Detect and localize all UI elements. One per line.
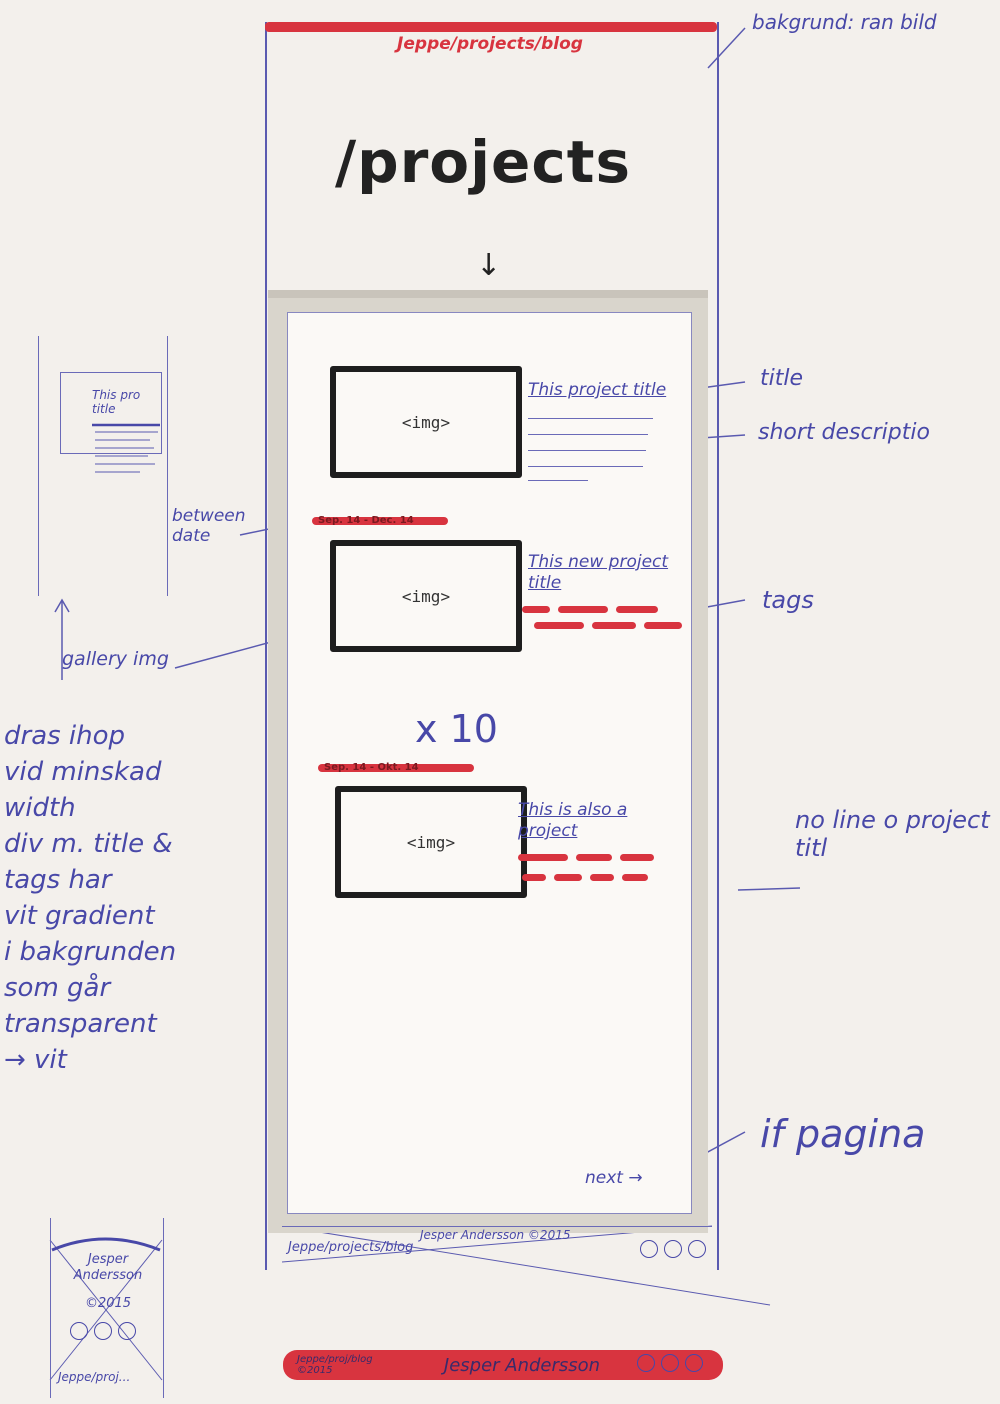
tag[interactable] <box>558 606 608 613</box>
site-title[interactable]: Jeppe/projects/blog <box>397 34 583 54</box>
social-icon[interactable] <box>688 1240 706 1258</box>
note-line: vid minskad <box>4 757 162 787</box>
tag-row <box>522 874 648 881</box>
frame-footer <box>282 1226 712 1267</box>
tag[interactable] <box>620 854 654 861</box>
annotation-no-line: no line o project titl <box>795 806 990 862</box>
gallery-image[interactable]: <img> <box>335 786 527 898</box>
note-line: som går <box>4 973 111 1003</box>
note-line: width <box>4 793 76 823</box>
note-line: tags har <box>4 865 112 895</box>
next-link[interactable]: next → <box>585 1168 643 1188</box>
mini-card <box>60 372 162 454</box>
tag[interactable] <box>592 622 636 629</box>
note-line: div m. title & <box>4 829 173 859</box>
social-icons <box>637 1354 709 1376</box>
social-icon <box>70 1322 88 1340</box>
mini-footer-name: Jesper Andersson <box>73 1252 143 1283</box>
social-icon[interactable] <box>640 1240 658 1258</box>
repeat-count: x 10 <box>415 707 498 751</box>
tag-row <box>534 622 682 629</box>
tag[interactable] <box>534 622 584 629</box>
note-line: dras ihop <box>4 721 126 751</box>
project-title[interactable]: This is also a project <box>518 800 628 841</box>
page-heading: /projects <box>335 128 631 196</box>
tag[interactable] <box>518 854 568 861</box>
description-line <box>528 450 646 451</box>
mini-footer-sketch <box>50 1218 164 1398</box>
tag[interactable] <box>522 874 546 881</box>
note-line: → vit <box>4 1045 67 1075</box>
note-line: i bakgrunden <box>4 937 177 967</box>
note-line: vit gradient <box>4 901 155 931</box>
note-line: transparent <box>4 1009 157 1039</box>
tag[interactable] <box>554 874 582 881</box>
tag[interactable] <box>522 606 550 613</box>
social-icon[interactable] <box>637 1354 655 1372</box>
description-line <box>528 480 588 481</box>
site-footer: Jeppe/proj/blog ©2015 Jesper Andersson <box>283 1350 723 1380</box>
gallery-image[interactable]: <img> <box>330 540 522 652</box>
social-icon[interactable] <box>664 1240 682 1258</box>
mini-footer-copyright: ©2015 <box>84 1296 132 1311</box>
project-title[interactable]: This new project title <box>528 552 669 593</box>
arrow-down-icon: ↓ <box>476 248 502 283</box>
page-frame <box>265 22 719 1270</box>
tag[interactable] <box>590 874 614 881</box>
annotation-left-note: dras ihop vid minskad width div m. title… <box>4 718 264 1078</box>
tag[interactable] <box>622 874 648 881</box>
project-title[interactable]: This project title <box>528 380 667 400</box>
footer-brand[interactable]: Jeppe/projects/blog <box>288 1240 414 1255</box>
background-note: bakgrund: ran bild <box>752 10 937 34</box>
social-icon[interactable] <box>661 1354 679 1372</box>
top-bar <box>265 22 717 32</box>
tag[interactable] <box>576 854 612 861</box>
social-icons <box>640 1240 712 1262</box>
tag[interactable] <box>616 606 658 613</box>
tag-row <box>518 854 654 861</box>
annotation-gallery-img: gallery img <box>62 648 169 670</box>
description-line <box>528 434 648 435</box>
description-line <box>528 418 653 419</box>
annotation-between-date: between date <box>172 506 246 546</box>
mini-card-title: This pro title <box>92 388 141 416</box>
mini-social-icons <box>70 1322 142 1344</box>
social-icon <box>94 1322 112 1340</box>
tag-row <box>522 606 658 613</box>
date-range: Sep. 14 - Okt. 14 <box>318 763 474 773</box>
footer-copyright: Jesper Andersson ©2015 <box>420 1228 571 1242</box>
date-range: Sep. 14 - Dec. 14 <box>312 516 448 526</box>
footer-brand[interactable]: Jeppe/proj/blog ©2015 <box>297 1354 373 1376</box>
social-icon[interactable] <box>685 1354 703 1372</box>
mini-footer-brand: Jeppe/proj... <box>58 1370 131 1384</box>
annotation-title: title <box>760 366 804 391</box>
annotation-tags: tags <box>762 586 814 614</box>
footer-name: Jesper Andersson <box>443 1354 601 1376</box>
mini-layout-sketch <box>38 336 168 596</box>
description-line <box>528 466 643 467</box>
tag[interactable] <box>644 622 682 629</box>
gallery-image[interactable]: <img> <box>330 366 522 478</box>
social-icon <box>118 1322 136 1340</box>
annotation-pagination: if pagina <box>760 1112 926 1156</box>
annotation-short-description: short descriptio <box>758 420 930 445</box>
